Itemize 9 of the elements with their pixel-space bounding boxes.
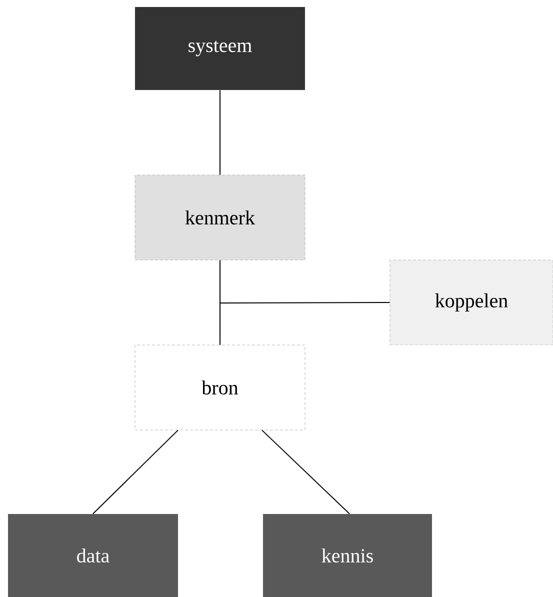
box: kennis [263,514,432,597]
box: data [8,514,178,597]
box: systeem [135,7,305,90]
box: kenmerk [134,174,306,260]
connector-line [220,302,390,346]
box: bron [134,344,306,430]
box: koppelen [390,260,553,346]
connector-line [92,430,178,514]
connector-line [262,430,350,514]
